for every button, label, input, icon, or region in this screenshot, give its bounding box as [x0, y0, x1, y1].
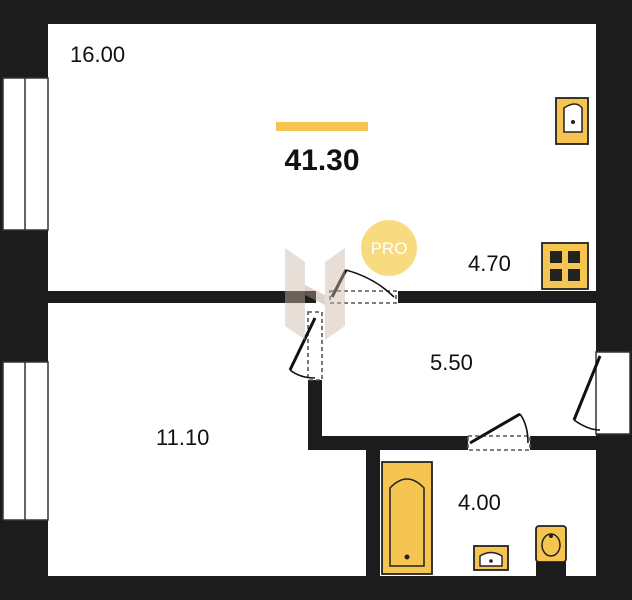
- door-swing-right: [573, 419, 601, 431]
- door-swing-bath: [519, 413, 529, 444]
- pro-badge: [361, 220, 417, 276]
- bathroom-sink-fixture: [473, 545, 509, 571]
- room-area-bedroom: 11.10: [156, 425, 209, 450]
- room-area-living: 16.00: [70, 42, 125, 67]
- pro-badge-label: PRO: [371, 239, 408, 258]
- door-opening-top: [329, 290, 397, 304]
- door-opening-left: [307, 311, 323, 381]
- door-leaf-right: [572, 355, 602, 421]
- window-right: [595, 351, 631, 435]
- watermark-logo: [285, 248, 345, 340]
- door-leaf-left: [288, 317, 317, 371]
- bathtub-fixture: [381, 461, 433, 575]
- room-area-hallway: 5.50: [430, 350, 473, 375]
- door-leaf-top: [330, 269, 348, 298]
- wall-hallway-bottom-right: [530, 436, 596, 450]
- total-area-accent-bar: [276, 122, 368, 131]
- sink-fixture: [555, 97, 589, 145]
- windows: [2, 77, 631, 521]
- wall-bathroom-left: [366, 448, 380, 578]
- wall-main-horizontal-left: [48, 291, 316, 303]
- room-area-bathroom: 4.00: [458, 490, 501, 515]
- door-swing-left: [289, 369, 316, 379]
- wall-main-horizontal-right: [398, 291, 596, 303]
- door-opening-bath: [467, 435, 531, 451]
- door-leaf-bath: [469, 412, 521, 445]
- stove-fixture: [541, 242, 589, 290]
- room-area-kitchen: 4.70: [468, 251, 511, 276]
- total-area: 41.30: [284, 144, 359, 177]
- door-swing-top: [345, 269, 395, 298]
- toilet-fixture: [535, 525, 567, 576]
- wall-hallway-bottom-left: [308, 436, 470, 450]
- wall-hallway-left: [308, 380, 322, 450]
- doors: [288, 269, 602, 451]
